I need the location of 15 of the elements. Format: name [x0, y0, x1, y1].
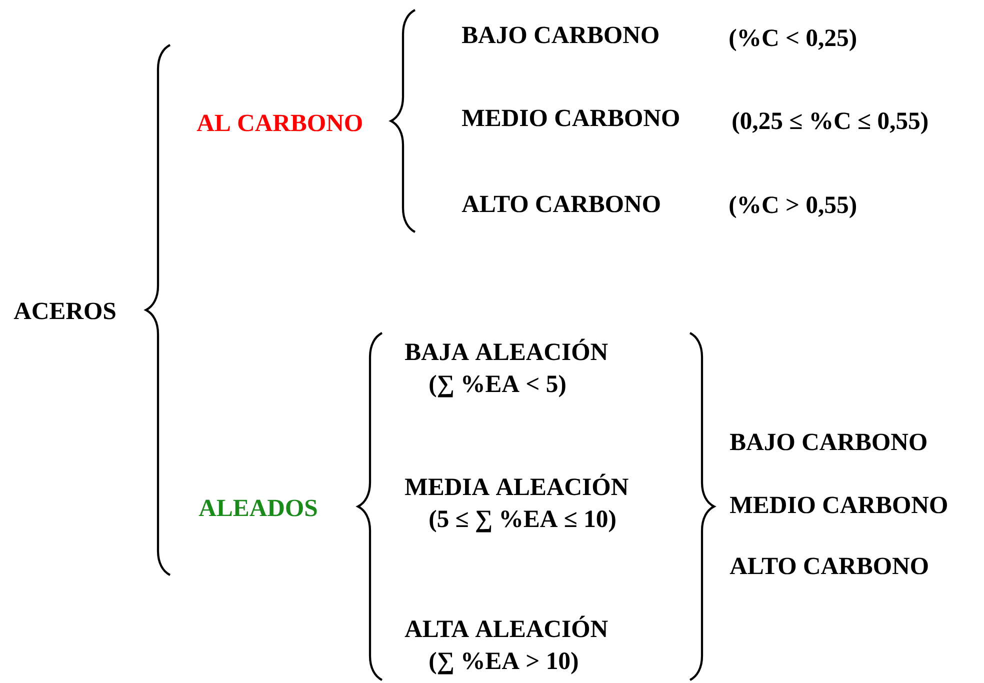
condition-text: (%C > 0,55)	[730, 196, 856, 218]
category-label: ALTO CARBONO	[730, 558, 928, 574]
category-label: MEDIA ALEACIÓN (5 ≤ ∑ %EA ≤ 10)	[405, 474, 628, 532]
category-label: ALTA ALEACIÓN (∑ %EA > 10)	[404, 616, 608, 674]
condition-text: (0,25 ≤ %C ≤ 0,55)	[732, 112, 928, 134]
category-label: ACEROS	[14, 302, 116, 320]
condition-text: (%C < 0,25)	[730, 28, 856, 52]
category-label: AL CARBONO	[196, 114, 362, 132]
category-label: ALTO CARBONO	[462, 196, 660, 212]
category-label: BAJA ALEACIÓN (∑ %EA < 5)	[405, 338, 608, 398]
category-label: ALEADOS	[198, 500, 317, 516]
category-label: MEDIO CARBONO	[462, 110, 679, 126]
category-label: BAJO CARBONO	[462, 26, 658, 44]
category-label: BAJO CARBONO	[730, 434, 926, 450]
category-label: MEDIO CARBONO	[730, 496, 947, 514]
